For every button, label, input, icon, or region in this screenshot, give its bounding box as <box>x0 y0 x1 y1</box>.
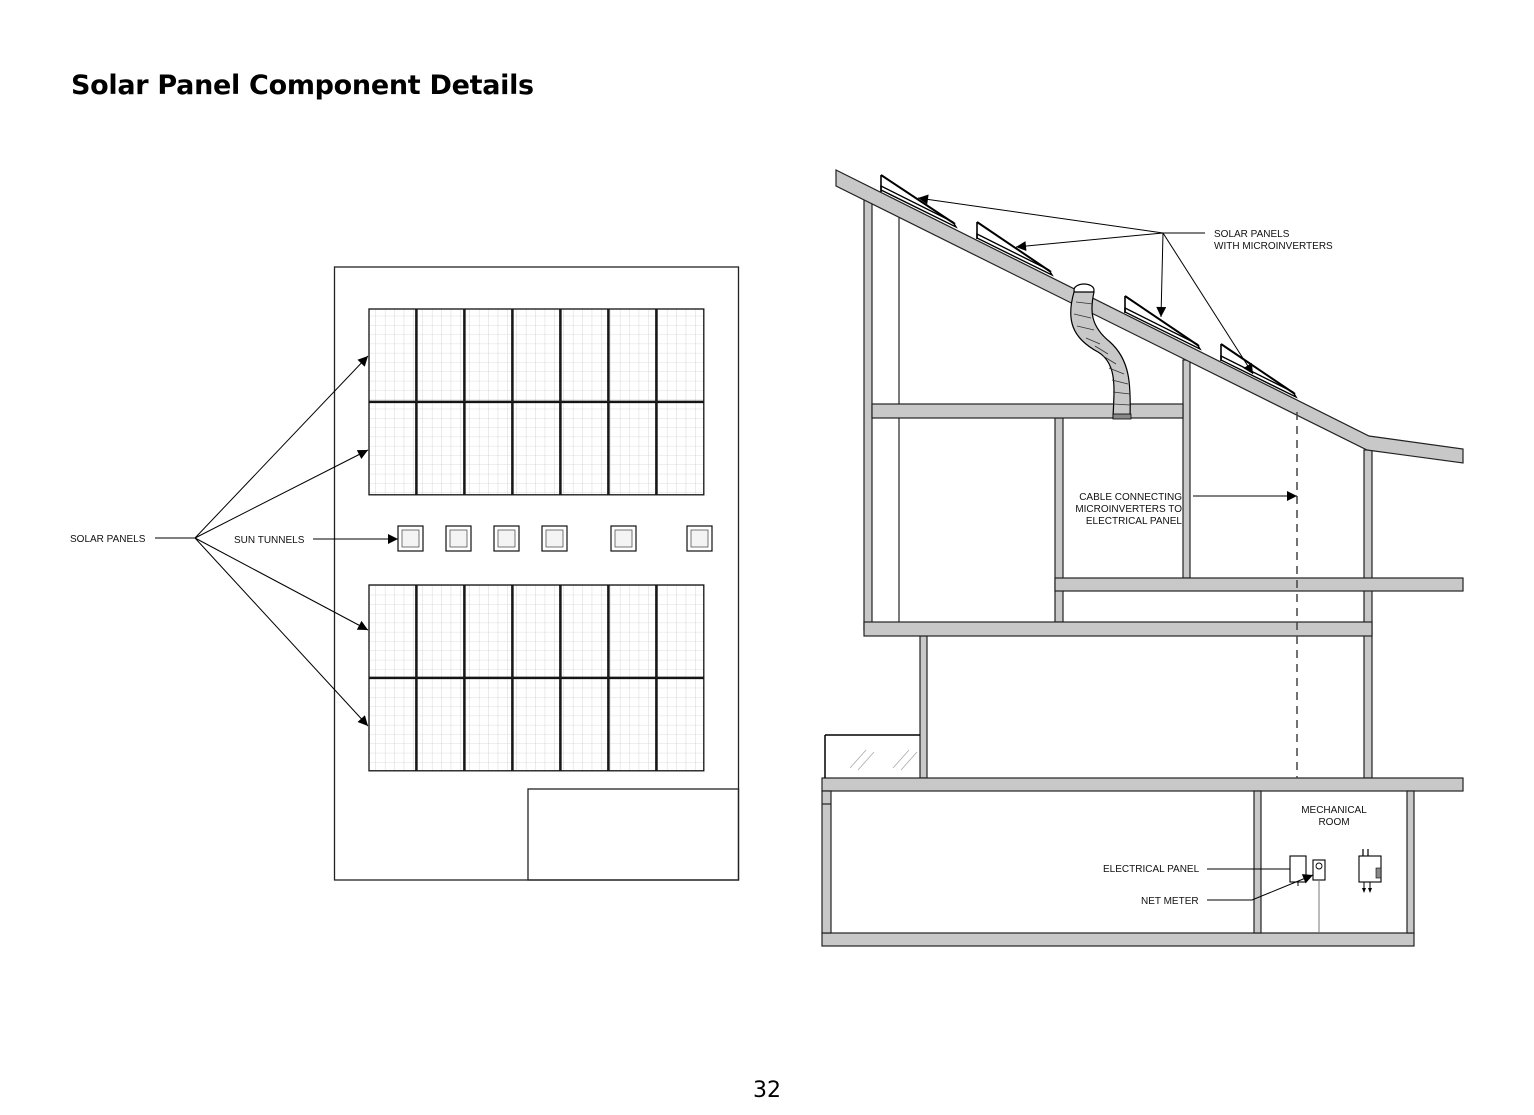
sun-tunnel <box>610 525 637 552</box>
solar-panels-arrow-4 <box>194 537 369 727</box>
page-title: Solar Panel Component Details <box>71 70 534 101</box>
sun-tunnel <box>445 525 472 552</box>
solar-panels-label: SOLAR PANELS <box>70 534 146 545</box>
sun-tunnel <box>397 525 424 552</box>
solar-panels-arrow-2 <box>194 449 369 539</box>
solar-panel-array-upper <box>368 308 705 496</box>
solar-panel <box>416 308 465 402</box>
solar-panel <box>464 584 513 678</box>
sun-tunnels-label: SUN TUNNELS <box>234 535 305 546</box>
building-section-view: SOLAR PANELS WITH MICROINVERTERS CABLE C… <box>821 169 1464 947</box>
rooftop-solar-panels <box>880 174 1298 399</box>
solar-panel <box>464 677 513 772</box>
solar-panels-arrow-3 <box>194 537 369 631</box>
solar-panel <box>368 677 417 772</box>
solar-label-arrow-1 <box>917 194 1164 234</box>
glass-railing <box>824 734 920 778</box>
solar-panel <box>608 677 657 772</box>
cable-label-line2: MICROINVERTERS TO <box>1075 504 1182 515</box>
net-meter-unit <box>1312 859 1326 933</box>
solar-panel <box>560 401 609 496</box>
solar-panel <box>416 584 465 678</box>
left-exterior-wall <box>863 199 873 631</box>
sun-tunnel <box>493 525 520 552</box>
solar-panel <box>512 584 561 678</box>
solar-label-arrow-3 <box>1156 232 1167 318</box>
solar-panel <box>368 401 417 496</box>
mechanical-room-label-line1: MECHANICAL <box>1301 805 1367 816</box>
attic-floor <box>871 403 1184 419</box>
solar-panel <box>464 308 513 402</box>
solar-panel <box>656 677 705 772</box>
solar-panels-arrow-1 <box>194 355 369 539</box>
solar-panel <box>512 677 561 772</box>
solar-panel <box>512 308 561 402</box>
sun-tunnel <box>541 525 568 552</box>
solar-label-arrow-2 <box>1015 232 1164 252</box>
solar-panel <box>416 677 465 772</box>
solar-panel <box>560 308 609 402</box>
rooftop-solar-panel <box>1124 295 1202 351</box>
sun-tunnel-duct <box>1070 283 1132 420</box>
page-number: 32 <box>753 1078 781 1103</box>
mechanical-room-label-line2: ROOM <box>1318 817 1349 828</box>
net-meter-leader <box>1207 874 1314 901</box>
sun-tunnel-row <box>397 525 713 552</box>
roof-slab <box>835 169 1464 464</box>
solar-panel <box>608 308 657 402</box>
net-meter-label: NET METER <box>1141 896 1199 907</box>
solar-panel <box>512 401 561 496</box>
basement-floor-slab <box>821 932 1415 947</box>
roof-plan-view: SOLAR PANELS SUN TUNNELS <box>70 266 740 881</box>
roof-lower-right-section <box>527 788 740 881</box>
cable-label-line3: ELECTRICAL PANEL <box>1086 516 1183 527</box>
solar-panels-microinverters-label-line2: WITH MICROINVERTERS <box>1214 241 1333 252</box>
solar-panel <box>656 584 705 678</box>
cable-label-line1: CABLE CONNECTING <box>1079 492 1182 503</box>
solar-panel <box>560 677 609 772</box>
rooftop-solar-panel <box>1220 343 1298 399</box>
solar-panel <box>368 308 417 402</box>
mechanical-room-wall <box>1253 790 1262 934</box>
ground-floor-slab <box>821 777 1464 792</box>
solar-panel <box>608 584 657 678</box>
solar-panel <box>656 308 705 402</box>
solar-panel <box>560 584 609 678</box>
solar-panel-array-lower <box>368 584 705 772</box>
second-floor-right <box>1054 577 1464 592</box>
sun-tunnel <box>686 525 713 552</box>
solar-panel <box>656 401 705 496</box>
lower-column <box>919 635 928 779</box>
interior-wall-right <box>1182 359 1191 579</box>
electrical-panel-label: ELECTRICAL PANEL <box>1103 864 1200 875</box>
water-heater-equipment <box>1358 849 1382 893</box>
solar-panel <box>368 584 417 678</box>
right-exterior-wall <box>1363 449 1373 779</box>
solar-panels-microinverters-label-line1: SOLAR PANELS <box>1214 229 1290 240</box>
solar-panel <box>416 401 465 496</box>
basement-left-wall <box>821 790 832 934</box>
rooftop-solar-panel <box>976 221 1054 277</box>
solar-panel <box>608 401 657 496</box>
solar-panel <box>464 401 513 496</box>
basement-right-wall <box>1406 790 1415 934</box>
second-floor-main <box>863 621 1373 637</box>
solar-label-arrow-4 <box>1162 232 1254 375</box>
